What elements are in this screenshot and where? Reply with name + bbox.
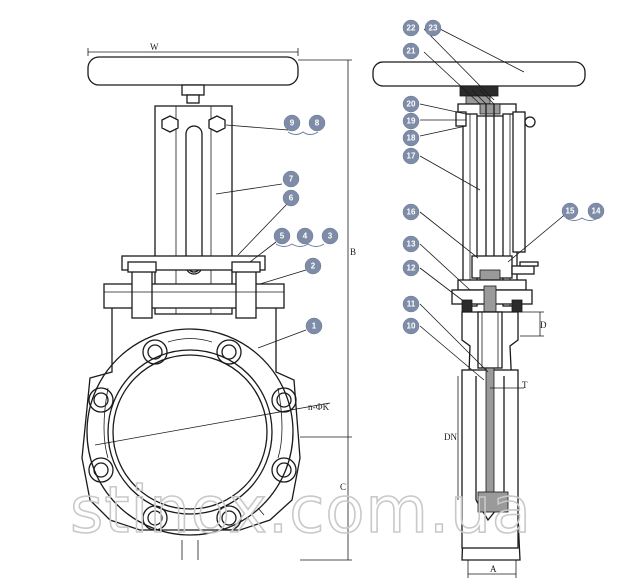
dim-b: B <box>350 247 356 257</box>
svg-text:5: 5 <box>280 232 285 241</box>
svg-text:23: 23 <box>429 24 438 33</box>
svg-text:1: 1 <box>312 322 317 331</box>
svg-text:16: 16 <box>407 208 416 217</box>
leaders-side <box>419 28 599 381</box>
side-view: D DN T A <box>372 28 599 578</box>
svg-text:18: 18 <box>407 134 416 143</box>
svg-text:2: 2 <box>311 262 316 271</box>
callout-18: 18 <box>402 129 420 147</box>
callout-14: 14 <box>587 202 605 220</box>
callout-6: 6 <box>282 189 300 207</box>
svg-text:15: 15 <box>566 207 575 216</box>
callout-16: 16 <box>402 203 420 221</box>
dim-c: C <box>340 482 346 492</box>
callout-20: 20 <box>402 95 420 113</box>
valve-body-side <box>461 311 521 561</box>
dim-a: A <box>490 564 497 574</box>
callout-21: 21 <box>402 42 420 60</box>
callout-12: 12 <box>402 259 420 277</box>
svg-text:4: 4 <box>303 232 308 241</box>
callout-15: 15 <box>561 202 579 220</box>
svg-text:12: 12 <box>407 264 416 273</box>
svg-text:10: 10 <box>407 322 416 331</box>
leaders-front <box>215 124 325 349</box>
dimensions-front: B C n-ФK <box>94 59 356 561</box>
callout-1: 1 <box>305 317 323 335</box>
svg-text:21: 21 <box>407 47 416 56</box>
callout-19: 19 <box>402 112 420 130</box>
svg-text:19: 19 <box>407 117 416 126</box>
callout-13: 13 <box>402 235 420 253</box>
callout-9: 9 <box>283 114 301 132</box>
callout-11: 11 <box>402 295 420 313</box>
callout-10: 10 <box>402 317 420 335</box>
valve-body-front <box>81 308 301 560</box>
dim-dn: DN <box>444 432 457 442</box>
dimensions-side: D DN T A <box>444 311 547 578</box>
handwheel-side <box>372 61 586 105</box>
callout-2: 2 <box>304 257 322 275</box>
callout-22: 22 <box>402 19 420 37</box>
callout-3: 3 <box>321 227 339 245</box>
dim-d: D <box>540 320 547 330</box>
dim-t: T <box>522 380 528 390</box>
callout-4: 4 <box>296 227 314 245</box>
watermark: stinox.com.ua <box>70 474 532 548</box>
svg-text:8: 8 <box>315 119 320 128</box>
svg-text:9: 9 <box>290 119 295 128</box>
svg-text:13: 13 <box>407 240 416 249</box>
callout-badges: 1 2 3 4 5 6 7 8 9 10 11 12 13 14 15 16 1… <box>273 19 605 335</box>
handwheel-front: W <box>87 42 299 104</box>
callout-23: 23 <box>424 19 442 37</box>
svg-text:11: 11 <box>407 300 416 309</box>
svg-text:6: 6 <box>289 194 294 203</box>
callout-17: 17 <box>402 147 420 165</box>
front-view: W <box>81 42 356 561</box>
dim-w: W <box>150 42 159 52</box>
svg-text:3: 3 <box>328 232 333 241</box>
yoke-front <box>154 105 233 315</box>
callout-8: 8 <box>308 114 326 132</box>
svg-text:22: 22 <box>407 24 416 33</box>
svg-text:20: 20 <box>407 100 416 109</box>
callout-7: 7 <box>282 170 300 188</box>
bolt-holes <box>88 338 297 531</box>
svg-text:14: 14 <box>592 207 601 216</box>
svg-text:7: 7 <box>289 175 294 184</box>
callout-5: 5 <box>273 227 291 245</box>
dim-nfk: n-ФK <box>308 402 330 412</box>
gland-front <box>103 255 285 319</box>
svg-text:17: 17 <box>407 152 416 161</box>
